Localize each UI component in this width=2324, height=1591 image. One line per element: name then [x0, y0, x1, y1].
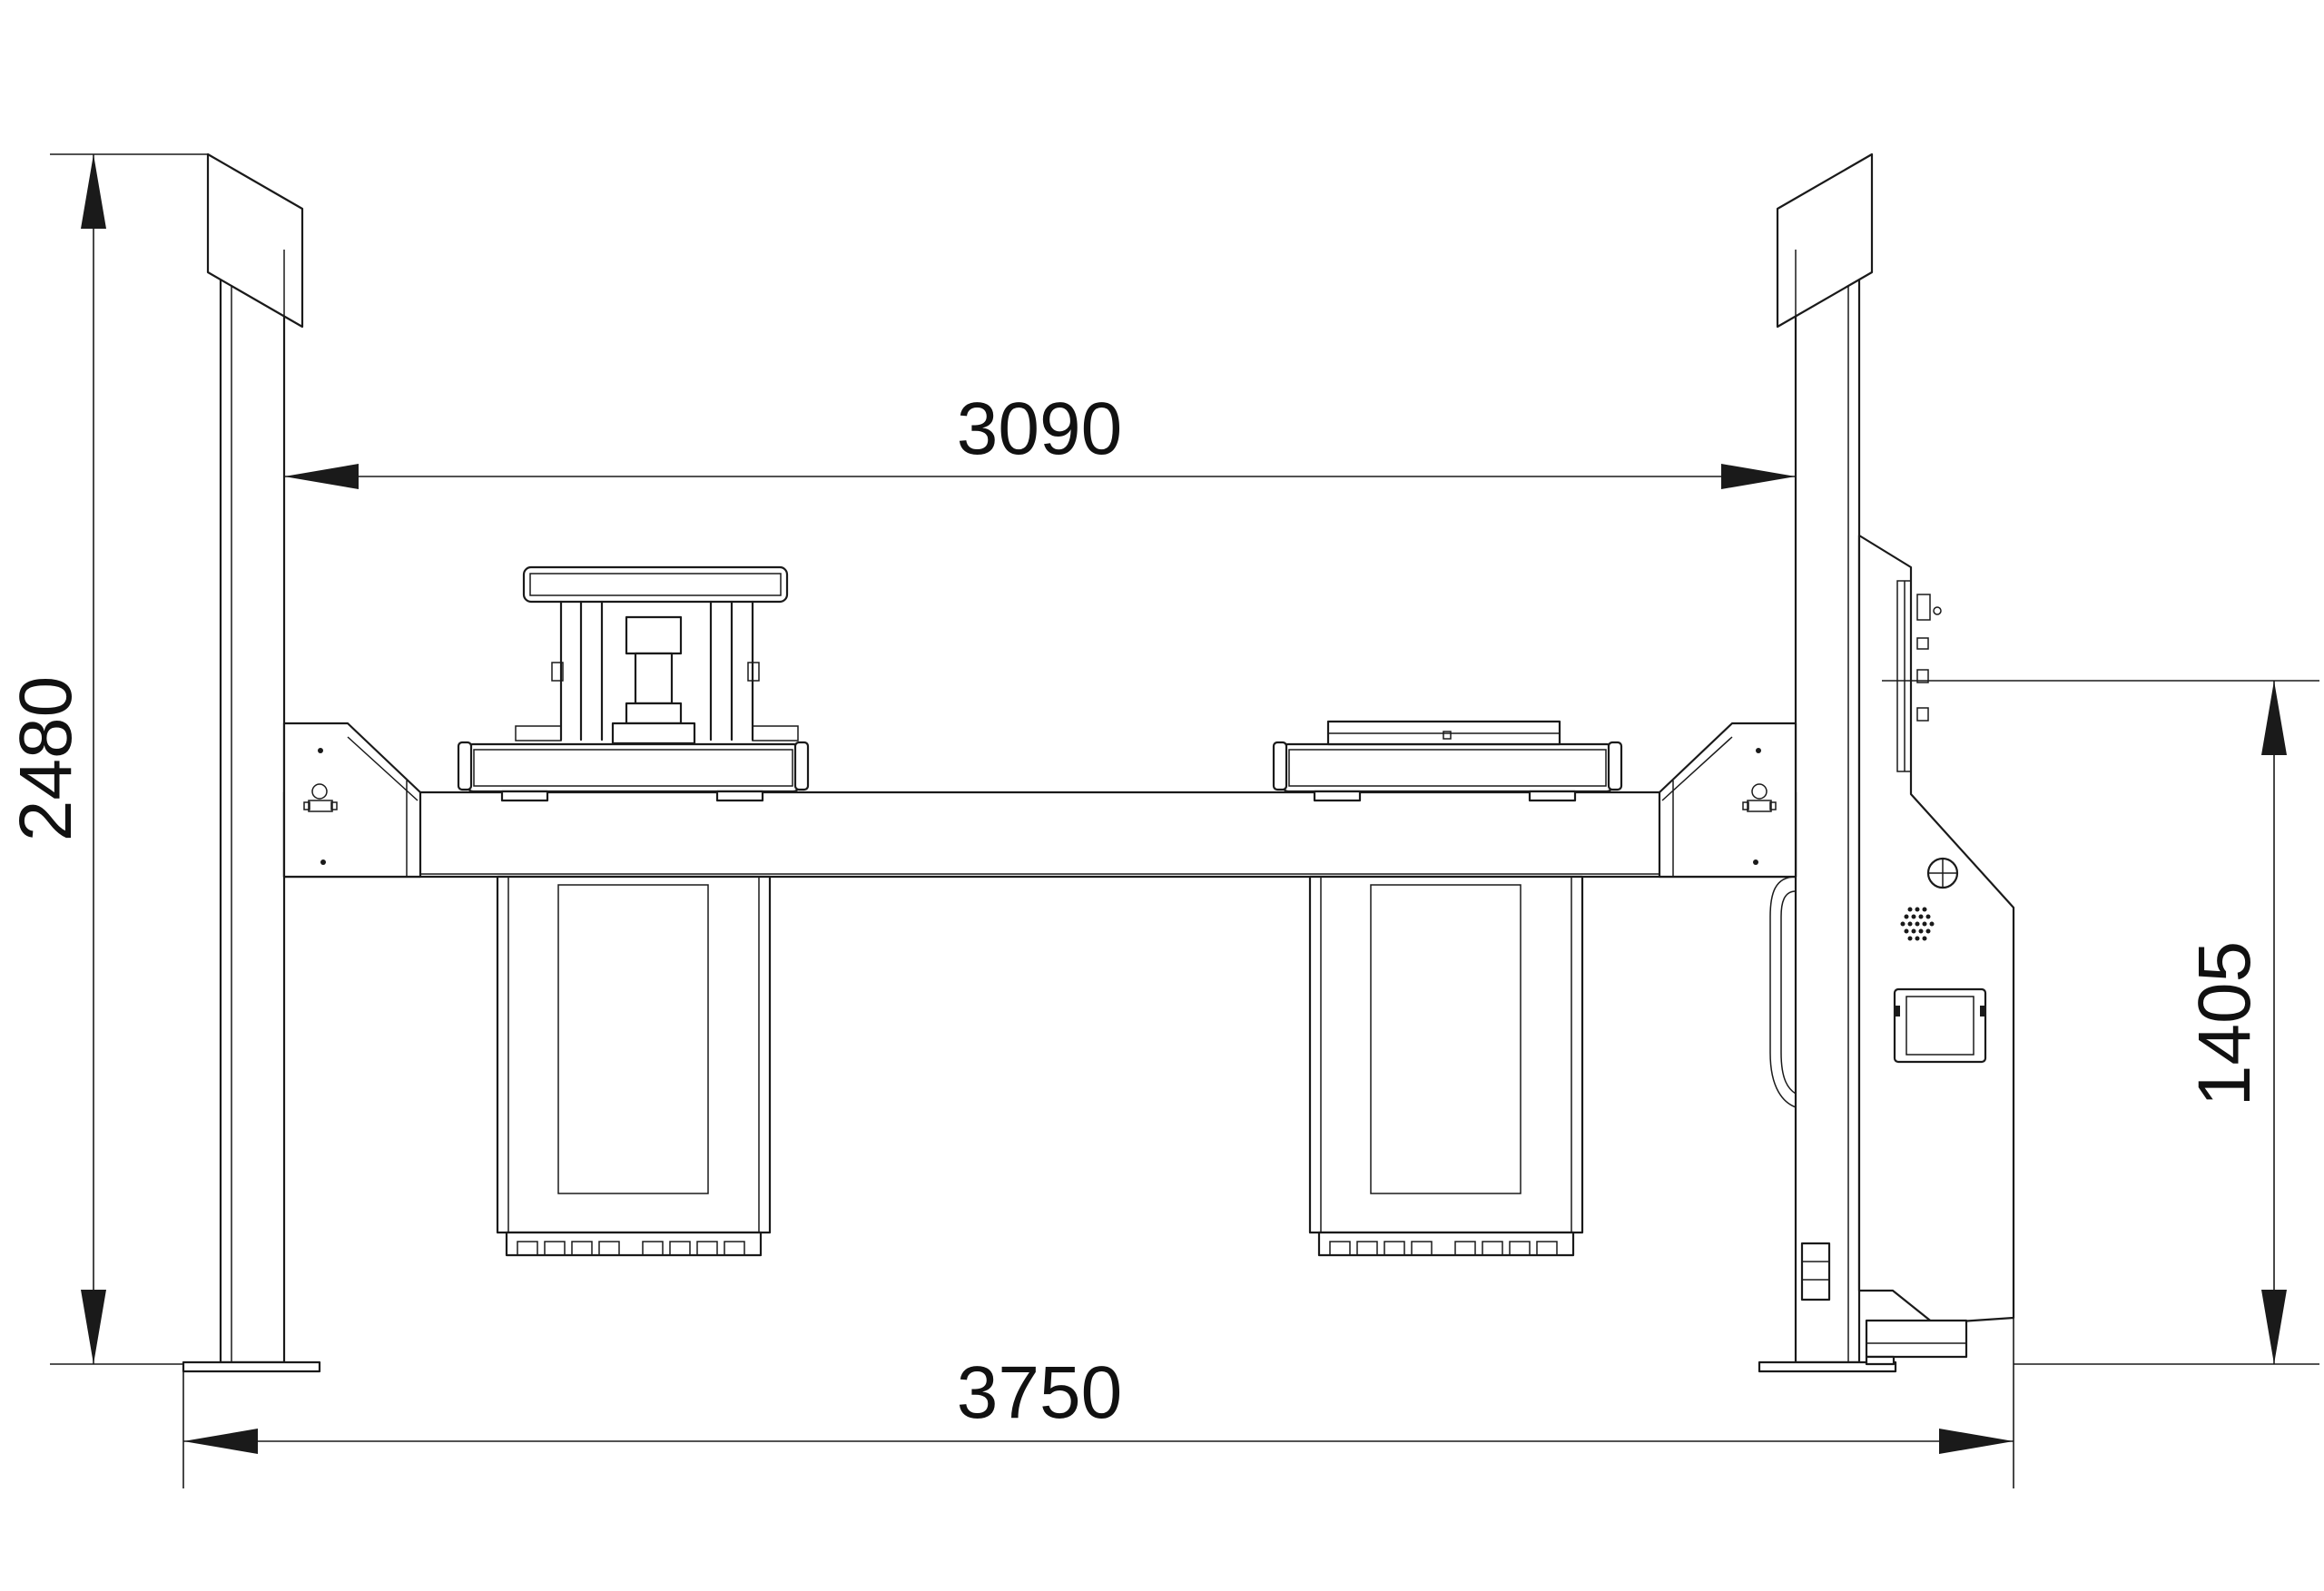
dimension-control-height: 1405: [1882, 680, 2319, 1365]
right-runway-plate: [1272, 720, 1623, 802]
dimension-overall-width: 3750: [182, 1318, 2014, 1488]
safety-lock-block: [1800, 1242, 1831, 1301]
overall-width-label: 3750: [957, 1351, 1122, 1434]
dimension-overall-height: 2480: [5, 153, 208, 1365]
control-cabinet: [1857, 534, 2015, 1366]
right-hanging-runway: [1308, 875, 1584, 1257]
overall-height-label: 2480: [5, 676, 87, 841]
left-runway-plate: [457, 741, 810, 802]
top-width-label: 3090: [957, 388, 1122, 470]
speaker-grill: [1900, 907, 1935, 941]
cross-beam: [282, 722, 1797, 879]
control-height-label: 1405: [2183, 941, 2266, 1106]
left-jack-assembly: [515, 565, 799, 745]
hydraulic-hose: [1769, 876, 1797, 1108]
left-hanging-runway: [496, 875, 772, 1257]
left-column: [182, 152, 321, 1373]
dimension-top-width: 3090: [284, 388, 1796, 489]
